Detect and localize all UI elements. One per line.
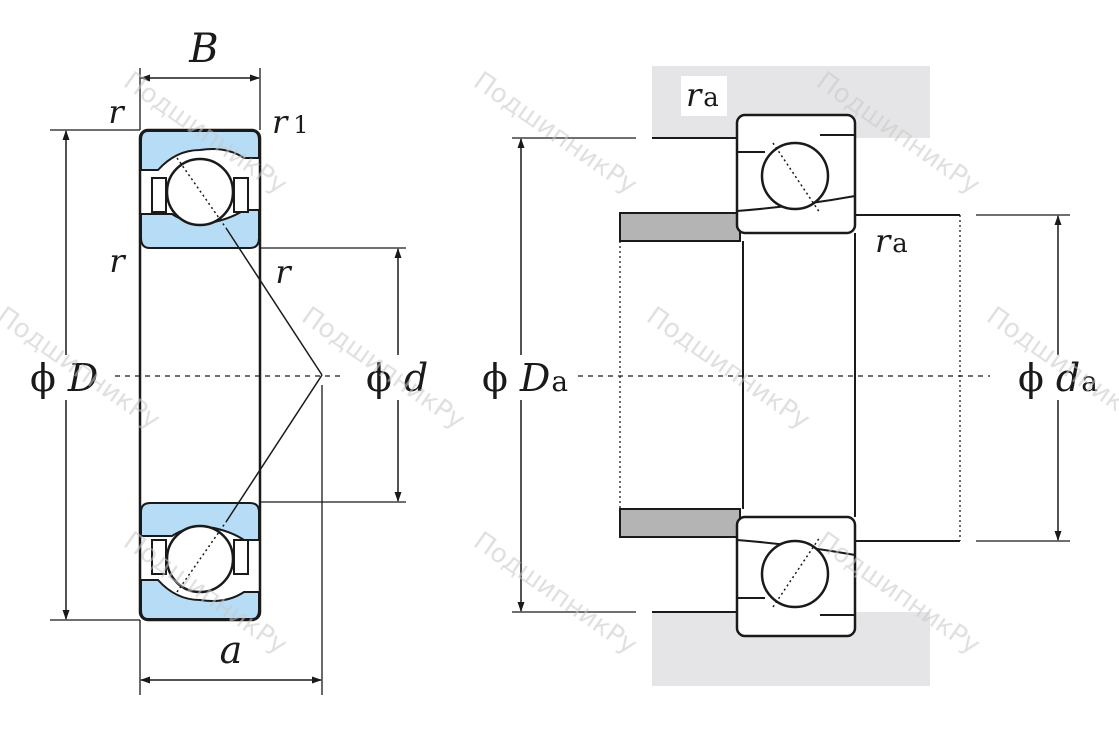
top-cage-left <box>151 177 167 213</box>
mounted-bearing-top <box>735 113 857 235</box>
corner-r-label: r <box>108 93 125 131</box>
bottom-cage-right <box>233 539 249 575</box>
corner-r-label: r <box>275 253 292 291</box>
housing-fillet-label: ra <box>686 76 719 114</box>
ball <box>760 539 830 609</box>
diameter-variable: D <box>67 356 98 400</box>
contact-line <box>772 142 821 214</box>
dimension-load-center: a <box>139 385 323 695</box>
corner-r-label: r <box>109 242 126 280</box>
bottom-rolling-element-assembly <box>140 502 260 620</box>
phi-symbol: ϕ <box>30 356 56 400</box>
top-cage-right <box>233 177 249 213</box>
mounting-cross-section <box>619 66 961 686</box>
watermark: ПодшипникРу <box>468 66 642 201</box>
diameter-subscript: a <box>1081 365 1098 398</box>
top-contact-line <box>176 157 227 229</box>
housing-fillet-label-bg <box>681 76 727 116</box>
diameter-subscript: a <box>551 365 568 398</box>
corner-r1-main: r <box>272 103 289 141</box>
width-label: B <box>188 26 218 72</box>
outer-ring-edge <box>737 134 855 153</box>
diameter-variable: d <box>404 356 428 400</box>
phi-symbol: ϕ <box>482 356 508 400</box>
top-outer-ring <box>140 130 260 171</box>
pressure-line-bottom <box>225 374 323 523</box>
bottom-outer-ring <box>140 579 260 620</box>
shaft-fillet-label: ra <box>875 222 908 260</box>
contact-line <box>772 536 821 608</box>
diameter-variable: D <box>519 356 550 400</box>
bottom-contact-line <box>176 521 227 593</box>
watermark: ПодшипникРу <box>981 301 1119 436</box>
shaft-shoulder-bottom <box>619 508 741 538</box>
pressure-line-top <box>225 227 323 376</box>
phi-symbol: ϕ <box>1018 356 1044 400</box>
mounted-bearing-bottom <box>735 515 857 638</box>
dimension-B: B <box>139 26 261 130</box>
corner-r1-sub: 1 <box>293 111 308 139</box>
fillet-main: r <box>686 76 703 114</box>
shaft-shoulder-top <box>619 212 741 242</box>
phi-symbol: ϕ <box>366 356 392 400</box>
fillet-sub: a <box>892 229 908 259</box>
watermark: ПодшипникРу <box>468 526 642 661</box>
diameter-variable: d <box>1056 356 1080 400</box>
top-rolling-element-assembly <box>140 130 260 249</box>
bearing-cross-section <box>138 128 323 622</box>
outer-ring-edge <box>737 597 855 616</box>
fillet-main: r <box>875 222 892 260</box>
ball <box>760 141 830 211</box>
fillet-sub: a <box>703 83 719 113</box>
load-center-label: a <box>220 628 243 672</box>
watermark: ПодшипникРу <box>641 301 815 436</box>
